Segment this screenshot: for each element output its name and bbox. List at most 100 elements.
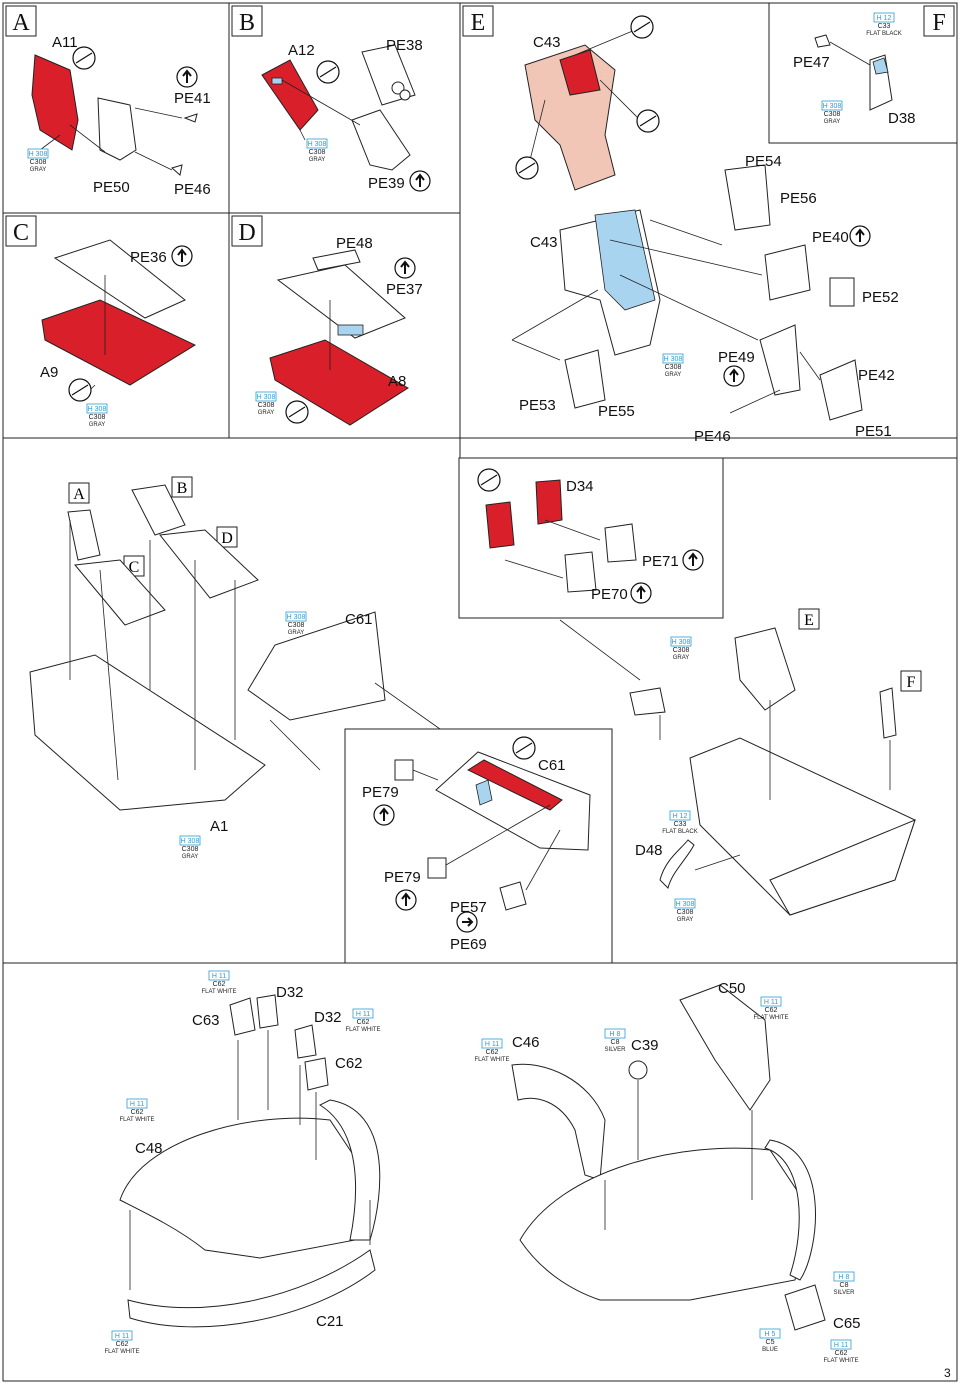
label-pe53: PE53 (519, 397, 556, 414)
pe40-part (764, 244, 811, 301)
label-pe70: PE70 (591, 586, 628, 603)
label-pe48: PE48 (336, 235, 373, 252)
d32-a-part (256, 994, 279, 1029)
e-subassembly (734, 627, 796, 711)
b-subassembly (131, 484, 186, 536)
ref-b: B (177, 480, 188, 497)
label-pe54: PE54 (745, 153, 782, 170)
section-a: A (12, 10, 30, 36)
label-pe57: PE57 (450, 899, 487, 916)
paint-name: FLAT BLACK (662, 829, 697, 835)
pe71-part (604, 523, 637, 563)
a11-part (31, 54, 79, 151)
label-c63: C63 (192, 1012, 220, 1029)
label-pe46-e: PE46 (694, 428, 731, 445)
paint-h-code: H 308 (29, 151, 48, 158)
pe49-part (759, 324, 801, 396)
paint-name: FLAT WHITE (345, 1027, 380, 1033)
pe48-part (312, 249, 361, 271)
label-c39: C39 (631, 1037, 659, 1054)
paint-h-code: H 12 (877, 15, 892, 22)
paint-h-code: H 11 (764, 999, 778, 1006)
paint-h-code: H 308 (308, 141, 327, 148)
paint-name: SILVER (834, 1290, 856, 1296)
ref-e: E (804, 612, 814, 629)
ref-a: A (73, 486, 85, 503)
paint-c-code: C5 (766, 1339, 775, 1346)
c65-part (784, 1284, 826, 1331)
label-pe36: PE36 (130, 249, 167, 266)
label-c50: C50 (718, 980, 746, 997)
paint-h-code: H 11 (115, 1333, 129, 1340)
pe36-part (53, 239, 186, 319)
pe54-part (724, 164, 771, 231)
paint-h-code: H 308 (181, 838, 200, 845)
panel-e: C43 PE54 PE56 C43 PE40 PE52 PE49 PE42 PE… (511, 15, 899, 445)
paint-c-code: C308 (182, 846, 199, 853)
pe42-part (819, 359, 863, 421)
pe39-part (351, 109, 411, 171)
label-pe79-a: PE79 (362, 784, 399, 801)
paint-c-code: C62 (765, 1007, 778, 1014)
a12-part (261, 59, 319, 131)
ref-c: C (129, 559, 140, 576)
paint-h-code: H 308 (676, 901, 695, 908)
ref-d: D (221, 530, 233, 547)
c63-part (229, 997, 256, 1036)
paint-c-code: C308 (665, 364, 682, 371)
label-pe55: PE55 (598, 403, 635, 420)
paint-h-code: H 308 (257, 394, 276, 401)
label-a9: A9 (40, 364, 58, 381)
page-number: 3 (944, 1366, 951, 1380)
label-pe50: PE50 (93, 179, 130, 196)
paint-name: FLAT WHITE (474, 1057, 509, 1063)
paint-c-code: C62 (357, 1019, 370, 1026)
paint-h-code: H 11 (212, 973, 226, 980)
paint-name: GRAY (824, 119, 841, 125)
d34-right-part (535, 479, 563, 525)
engine-assembly-right: C46 C39 C50 C65 (511, 980, 861, 1332)
panel-c: PE36 A9 (40, 239, 197, 402)
d48-part (659, 839, 695, 889)
label-d32-a: D32 (276, 984, 304, 1001)
paint-h-code: H 8 (610, 1031, 621, 1038)
c62-part (304, 1057, 329, 1091)
paint-c-code: C308 (258, 402, 275, 409)
c61-detail: C61 PE79 PE79 PE57 PE69 (362, 736, 591, 953)
label-c43-mid: C43 (530, 234, 558, 251)
section-b: B (239, 10, 255, 36)
paint-name: GRAY (673, 655, 690, 661)
paint-name: FLAT WHITE (104, 1349, 139, 1355)
engine-assembly-left: D32 C63 D32 C62 C48 C21 (119, 984, 381, 1330)
panel-d: PE48 PE37 A8 (269, 235, 423, 426)
paint-h-code: H 308 (823, 103, 842, 110)
label-c48: C48 (135, 1140, 163, 1157)
paint-c-code: C308 (677, 909, 694, 916)
paint-h-code: H 5 (765, 1331, 776, 1338)
paint-name: GRAY (182, 854, 199, 860)
d34-subassembly (629, 687, 666, 716)
section-markers: A B C D E F A B C D E F (5, 5, 955, 692)
d32-b-part (294, 1024, 317, 1059)
label-pe46-a: PE46 (174, 181, 211, 198)
paint-name: GRAY (30, 167, 47, 173)
section-d: D (238, 220, 255, 246)
a8-part (269, 339, 409, 426)
label-pe42: PE42 (858, 367, 895, 384)
pe79-b-part (427, 857, 447, 879)
section-f: F (932, 10, 945, 36)
c-subassembly (74, 559, 166, 626)
label-d48: D48 (635, 842, 663, 859)
paint-h-code: H 11 (834, 1342, 848, 1349)
